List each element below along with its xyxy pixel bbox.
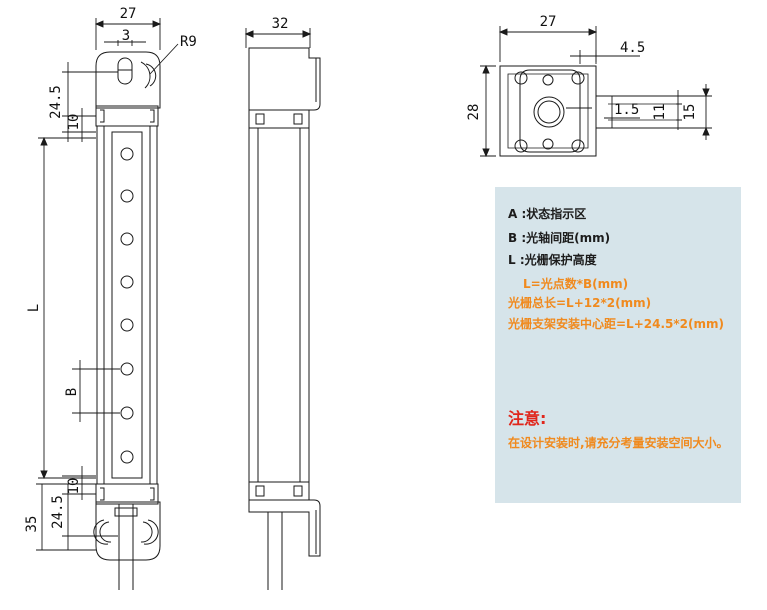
top-bracket	[95, 51, 161, 109]
top-cap	[95, 105, 159, 127]
formula-1: L=光点数*B(mm)	[523, 277, 629, 291]
bottom-cap	[95, 483, 159, 505]
formula-2: 光栅总长=L+12*2(mm)	[508, 296, 652, 310]
dim-top-1-5: 1.5	[614, 102, 639, 118]
dim-top-4-5: 4.5	[620, 40, 645, 56]
dim-top-width: 27	[540, 14, 557, 30]
dim-left-24-5-top: 24.5	[48, 85, 64, 119]
dim-top-28: 28	[466, 104, 482, 121]
dim-top-11: 11	[652, 104, 668, 121]
bottom-bracket	[95, 501, 161, 561]
top-dimensions	[480, 26, 712, 158]
dim-left-B: B	[64, 388, 80, 396]
top-view	[499, 65, 676, 157]
legend-line-b: B :光轴间距(mm)	[508, 231, 611, 245]
top-bracket-radius	[145, 63, 157, 87]
dim-front-slot: 3	[122, 28, 130, 44]
note-title: 注意:	[508, 409, 547, 428]
dim-top-15: 15	[682, 104, 698, 121]
dim-left-10-bottom: 10	[66, 478, 82, 495]
formula-3: 光栅支架安装中心距=L+24.5*2(mm)	[508, 317, 724, 331]
top-bracket-slot	[117, 57, 133, 85]
sensor-body	[96, 125, 158, 485]
dim-front-radius: R9	[180, 34, 197, 50]
dim-side-width: 32	[272, 16, 289, 32]
dim-left-10-top: 10	[66, 114, 82, 131]
dim-front-width: 27	[120, 6, 137, 22]
front-view	[93, 51, 161, 590]
dim-left-24-5-bottom: 24.5	[50, 495, 66, 529]
dim-left-L: L	[26, 304, 42, 312]
legend-panel: A :状态指示区 B :光轴间距(mm) L :光栅保护高度 L=光点数*B(m…	[495, 187, 741, 503]
optical-window	[111, 131, 143, 479]
side-view	[244, 28, 321, 590]
legend-line-l: L :光栅保护高度	[508, 253, 597, 267]
legend-line-a: A :状态指示区	[508, 207, 587, 221]
front-dimensions	[36, 18, 179, 551]
dim-left-35: 35	[24, 516, 40, 533]
note-body: 在设计安装时,请充分考量安装空间大小。	[508, 436, 729, 450]
cable	[118, 504, 134, 590]
lens-points	[120, 147, 134, 464]
